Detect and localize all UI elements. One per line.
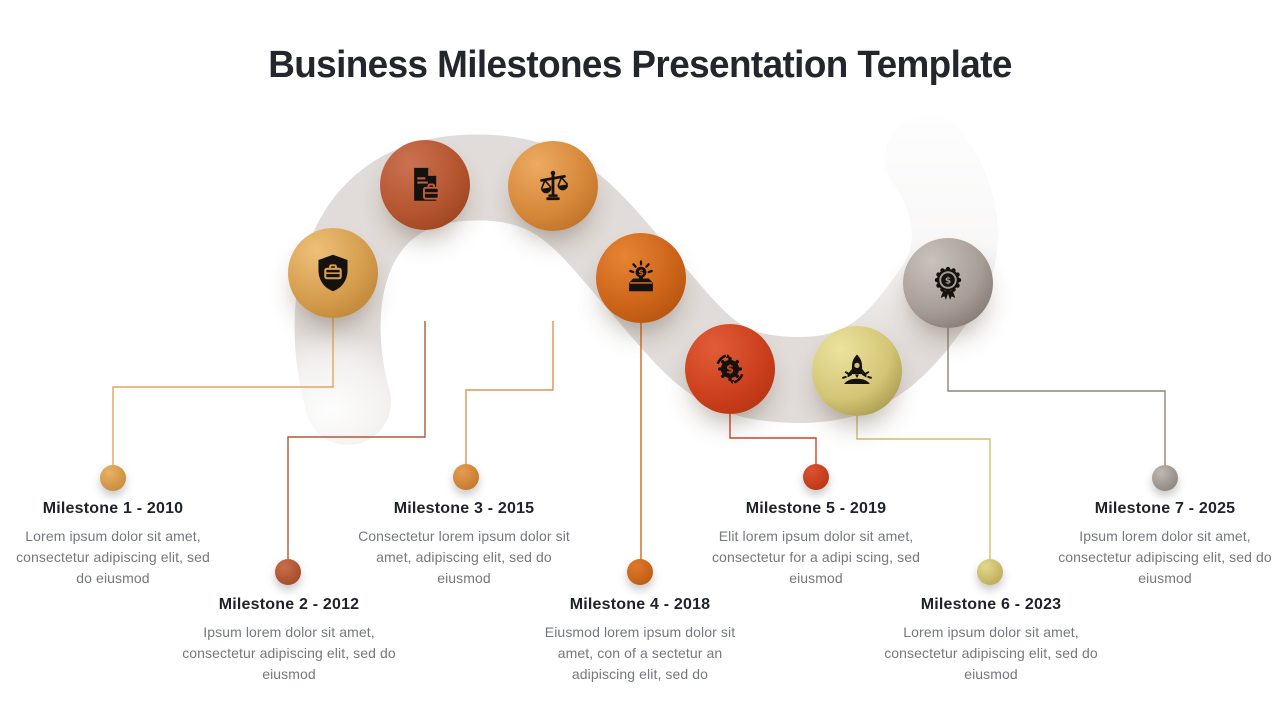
timeline-dot-5 [803,464,829,490]
milestone-text-4: Milestone 4 - 2018 Eiusmod lorem ipsum d… [534,596,746,685]
timeline-dot-3 [453,464,479,490]
balance-scale-icon [540,170,568,201]
milestone-node-2 [380,140,470,230]
milestone-heading: Milestone 1 - 2010 [42,500,184,517]
milestone-heading: Milestone 7 - 2025 [1094,500,1236,517]
milestone-node-5: $ [685,324,775,414]
milestone-text-6: Milestone 6 - 2023 Lorem ipsum dolor sit… [884,596,1099,685]
ribbon-fade-left [230,330,430,490]
milestone-text-1: Milestone 1 - 2010 Lorem ipsum dolor sit… [11,500,216,589]
connector-line-7 [947,327,1166,467]
milestone-body: Lorem ipsum dolor sit amet, consectetur … [884,624,1098,682]
connector-line-5 [729,412,817,466]
timeline-dot-7 [1152,465,1178,491]
timeline-dot-6 [977,559,1003,585]
timeline-dot-2 [275,559,301,585]
milestone-body: Eiusmod lorem ipsum dolor sit amet, con … [544,624,736,682]
milestone-text-5: Milestone 5 - 2019 Elit lorem ipsum dolo… [709,500,924,589]
milestone-body: Elit lorem ipsum dolor sit amet, consect… [711,528,921,586]
milestone-heading: Milestone 3 - 2015 [393,500,535,517]
svg-text:$: $ [945,276,951,286]
milestone-body: Lorem ipsum dolor sit amet, consectetur … [16,528,210,586]
milestone-node-4: $ [596,233,686,323]
connector-line-3 [465,321,554,466]
document-briefcase-icon [414,167,440,201]
milestone-body: Ipsum lorem dolor sit amet, consectetur … [1058,528,1272,586]
milestone-node-3 [508,141,598,231]
milestone-text-3: Milestone 3 - 2015 Consectetur lorem ips… [352,500,577,589]
dollar-badge-icon: $ [934,266,962,300]
briefcase-shield-icon [318,254,348,292]
milestone-text-7: Milestone 7 - 2025 Ipsum lorem dolor sit… [1058,500,1273,589]
rocket-launch-icon [842,354,872,384]
connector-line-1 [112,317,334,467]
milestone-body: Ipsum lorem dolor sit amet, consectetur … [182,624,396,682]
milestone-node-6 [812,326,902,416]
milestone-heading: Milestone 6 - 2023 [920,596,1062,613]
money-gear-icon: $ [716,353,744,385]
svg-text:$: $ [726,363,734,376]
milestone-body: Consectetur lorem ipsum dolor sit amet, … [358,528,570,586]
connector-line-2 [287,321,426,561]
connector-line-6 [856,414,991,561]
page-title: Business Milestones Presentation Templat… [268,44,1012,86]
milestone-heading: Milestone 5 - 2019 [745,500,887,517]
svg-text:$: $ [638,268,644,277]
milestone-heading: Milestone 2 - 2012 [218,596,360,613]
milestone-node-7: $ [903,238,993,328]
idea-investment-icon: $ [629,260,653,292]
milestone-heading: Milestone 4 - 2018 [569,596,711,613]
timeline-dot-4 [627,559,653,585]
milestone-text-2: Milestone 2 - 2012 Ipsum lorem dolor sit… [182,596,397,685]
milestone-node-1 [288,228,378,318]
timeline-dot-1 [100,465,126,491]
